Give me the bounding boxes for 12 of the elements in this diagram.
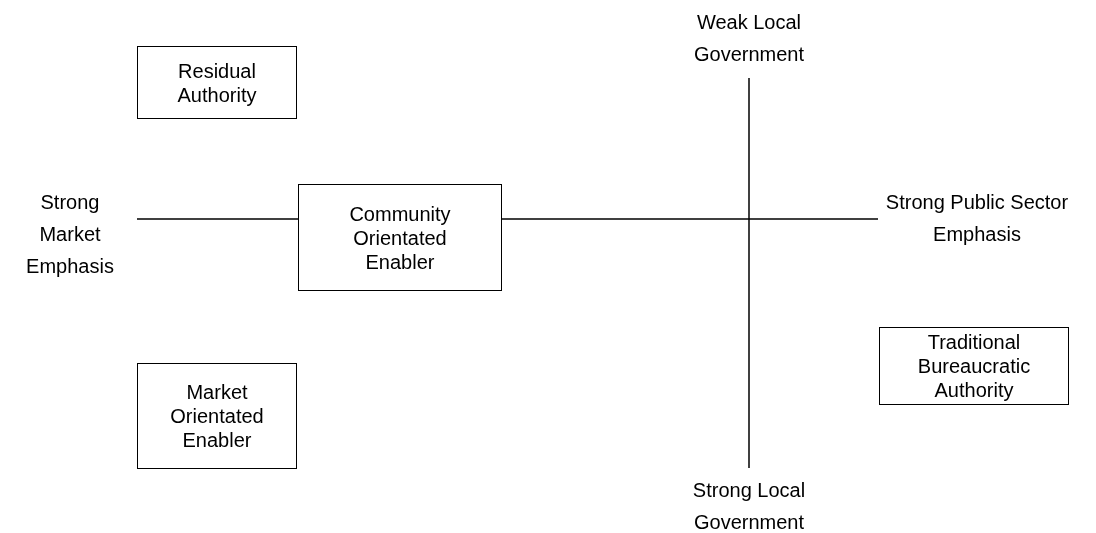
box-label: Residual Authority [176,58,258,107]
axis-label: Strong Local Government [691,478,807,533]
axis-label: Weak Local Government [692,10,806,67]
axis-label: Strong Market Emphasis [25,190,115,279]
quadrant-box [879,327,1069,405]
axis-label: Strong Public Sector Emphasis [884,190,1070,247]
quadrant-box [137,46,297,119]
box-label: Community Orientated Enabler [348,201,452,274]
box-label: Market Orientated Enabler [169,380,265,452]
quadrant-box [137,363,297,469]
quadrant-box [298,184,502,291]
box-label: Traditional Bureaucratic Authority [916,330,1032,402]
